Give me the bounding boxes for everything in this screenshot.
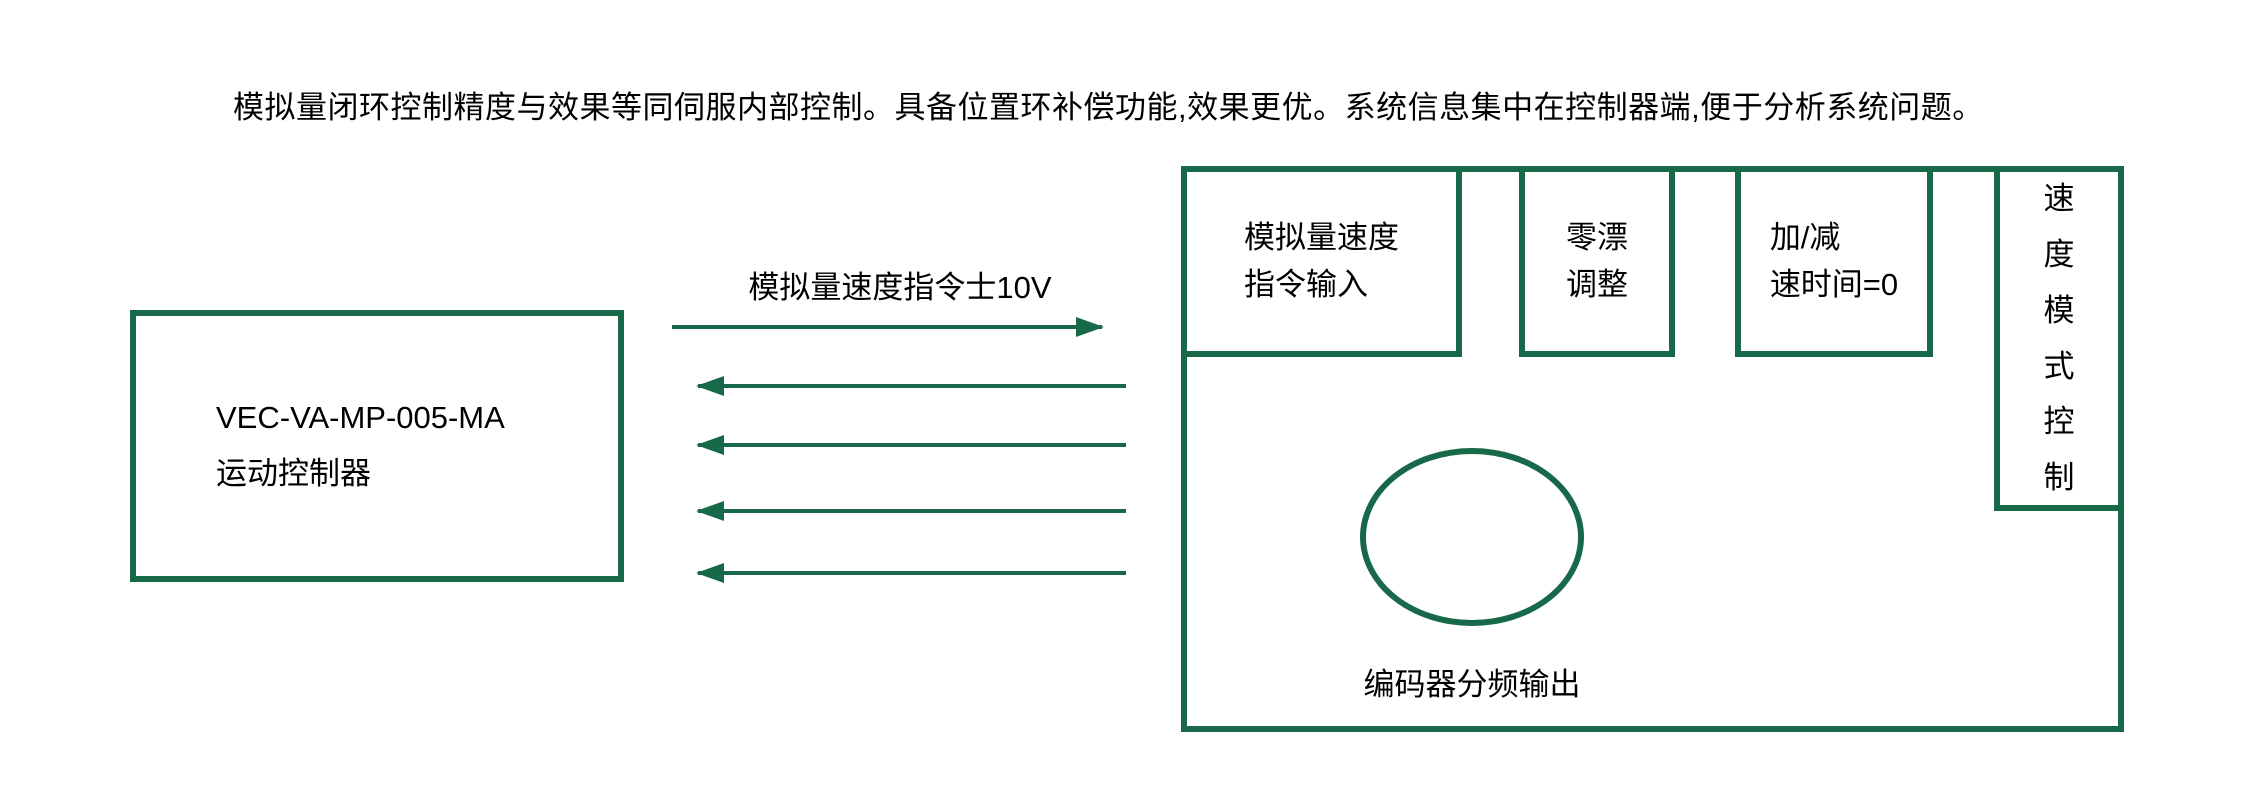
analog-speed-input-label: 模拟量速度 指令输入 bbox=[1244, 215, 1399, 308]
speed-mode-control-label: 速度模式控制 bbox=[2043, 181, 2075, 496]
analog-speed-input-box: 模拟量速度 指令输入 bbox=[1181, 166, 1462, 357]
encoder-circle bbox=[1360, 448, 1584, 626]
encoder-output-label: 编码器分频输出 bbox=[1363, 667, 1581, 702]
controller-name-text: 运动控制器 bbox=[216, 455, 371, 491]
servo-drive-box: 模拟量速度 指令输入 零漂 调整 加/减 速时间=0 速度模式控制 编码器分频输… bbox=[1181, 166, 2124, 732]
zero-drift-line1: 零漂 bbox=[1566, 220, 1628, 255]
zero-drift-line2: 调整 bbox=[1566, 266, 1628, 302]
accel-decel-time-label: 加/减 速时间=0 bbox=[1770, 215, 1898, 308]
analog-input-line2: 指令输入 bbox=[1244, 266, 1368, 302]
accel-decel-line1: 加/减 bbox=[1769, 220, 1841, 255]
diagram-description-text: 模拟量闭环控制精度与效果等同伺服内部控制。具备位置环补偿功能,效果更优。系统信息… bbox=[233, 90, 1984, 125]
accel-decel-line2: 速时间=0 bbox=[1769, 266, 1899, 302]
controller-model-text: VEC-VA-MP-005-MA bbox=[216, 399, 505, 435]
zero-drift-adjust-box: 零漂 调整 bbox=[1519, 166, 1675, 357]
zero-drift-adjust-label: 零漂 调整 bbox=[1566, 215, 1628, 308]
speed-mode-control-box: 速度模式控制 bbox=[1994, 166, 2124, 511]
analog-input-line1: 模拟量速度 bbox=[1244, 220, 1399, 255]
accel-decel-time-box: 加/减 速时间=0 bbox=[1735, 166, 1933, 357]
analog-speed-command-label: 模拟量速度指令士10V bbox=[748, 270, 1052, 305]
motion-controller-box: VEC-VA-MP-005-MA 运动控制器 bbox=[130, 310, 624, 582]
